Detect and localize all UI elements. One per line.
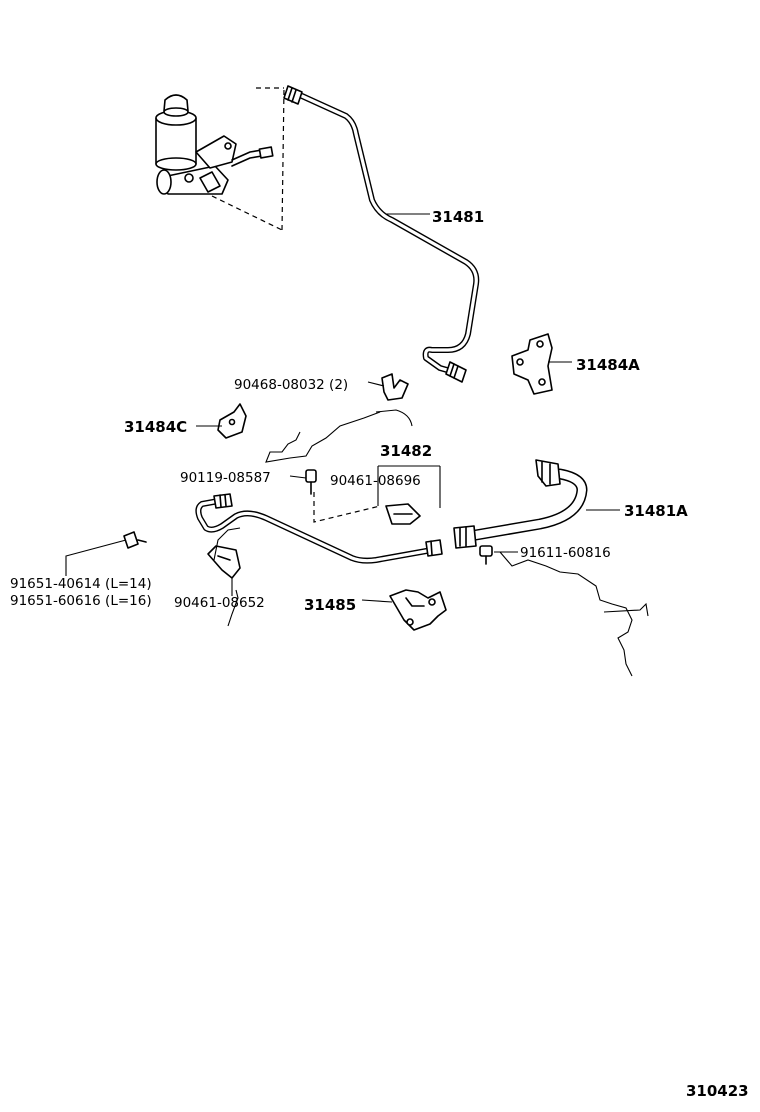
- flexible-hose-31481a: [453, 459, 588, 549]
- label-91611-60816: 91611-60816: [520, 545, 611, 561]
- label-31481a: 31481A: [624, 502, 688, 520]
- label-91651-60616: 91651-60616 (L=16): [10, 593, 152, 609]
- label-90461-08652: 90461-08652: [174, 595, 265, 611]
- body-outline-upper: [265, 411, 381, 463]
- leader-31485: [361, 599, 393, 603]
- label-31485: 31485: [304, 596, 356, 614]
- body-outline-left: [227, 589, 239, 627]
- leader-91651: [65, 539, 127, 576]
- clip-pointer-line: [375, 409, 413, 427]
- bracket-31484c: [217, 403, 247, 439]
- clip-90468-08032: [381, 373, 409, 401]
- label-91651-40614: 91651-40614 (L=14): [10, 576, 152, 592]
- leader-90468: [367, 381, 385, 387]
- bracket-31485: [389, 589, 447, 631]
- bracket-31484a: [511, 333, 553, 395]
- label-90468-08032: 90468-08032 (2): [234, 377, 348, 393]
- leader-90119: [289, 475, 307, 479]
- clutch-line-31482: [195, 493, 443, 564]
- body-bracket-outline: [603, 602, 649, 617]
- label-31484c: 31484C: [124, 418, 187, 436]
- clutch-master-cylinder: [155, 87, 285, 231]
- label-31481: 31481: [432, 208, 484, 226]
- label-90461-08696: 90461-08696: [330, 473, 421, 489]
- clamp-90461-08696: [385, 503, 421, 525]
- label-90119-08587: 90119-08587: [180, 470, 271, 486]
- body-outline-left-b: [213, 527, 241, 561]
- screw-91651: [123, 531, 147, 549]
- label-31482: 31482: [380, 442, 432, 460]
- figure-number: 310423: [686, 1082, 749, 1100]
- label-31484a: 31484A: [576, 356, 640, 374]
- dashed-mount-line: [313, 492, 381, 523]
- clutch-line-31481: [283, 85, 480, 383]
- body-outline-lower: [499, 551, 633, 677]
- clamp-90461-08652: [207, 545, 241, 579]
- bolt-90119-08587: [305, 469, 317, 495]
- bolt-91611-60816: [479, 545, 493, 565]
